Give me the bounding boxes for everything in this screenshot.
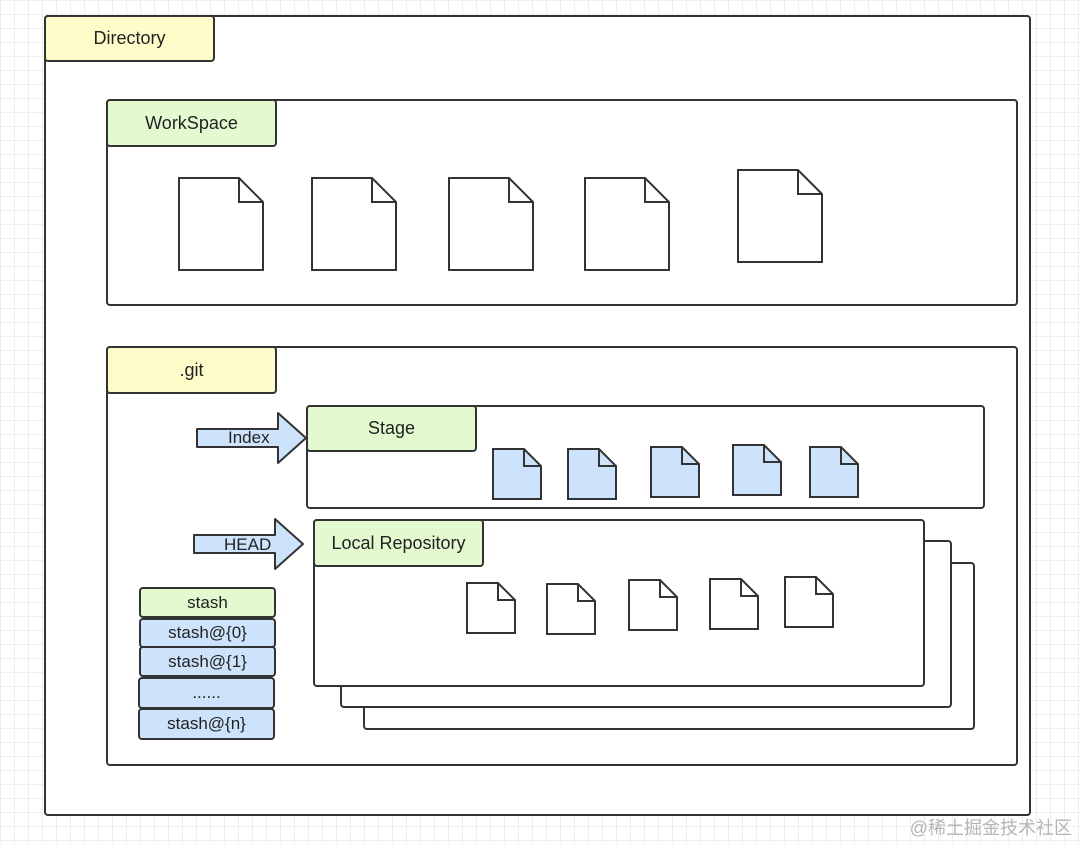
stash-entry: stash@{0} <box>139 618 276 648</box>
workspace-file-icon <box>311 177 397 271</box>
staged-file-icon <box>809 446 859 498</box>
workspace-file-icon <box>178 177 264 271</box>
workspace-file-icon <box>584 177 670 271</box>
stage-label: Stage <box>306 405 477 452</box>
committed-file-icon <box>546 583 596 635</box>
watermark: @稀土掘金技术社区 <box>909 818 1072 838</box>
stash-entry: stash@{n} <box>138 708 275 740</box>
index-arrow <box>196 412 307 464</box>
workspace-label: WorkSpace <box>106 99 277 147</box>
committed-file-icon <box>709 578 759 630</box>
committed-file-icon <box>784 576 834 628</box>
stash-header: stash <box>139 587 276 618</box>
head-pointer-label: HEAD <box>224 535 272 554</box>
git-label: .git <box>106 346 277 394</box>
workspace-file-icon <box>737 169 823 263</box>
workspace-file-icon <box>448 177 534 271</box>
staged-file-icon <box>732 444 782 496</box>
committed-file-icon <box>466 582 516 634</box>
stash-entry: stash@{1} <box>139 646 276 677</box>
staged-file-icon <box>567 448 617 500</box>
staged-file-icon <box>650 446 700 498</box>
head-arrow <box>193 518 304 570</box>
index-pointer-label: Index <box>228 428 270 447</box>
stash-entry: ...... <box>138 677 275 709</box>
directory-label: Directory <box>44 15 215 62</box>
staged-file-icon <box>492 448 542 500</box>
local-repo-label: Local Repository <box>313 519 484 567</box>
committed-file-icon <box>628 579 678 631</box>
